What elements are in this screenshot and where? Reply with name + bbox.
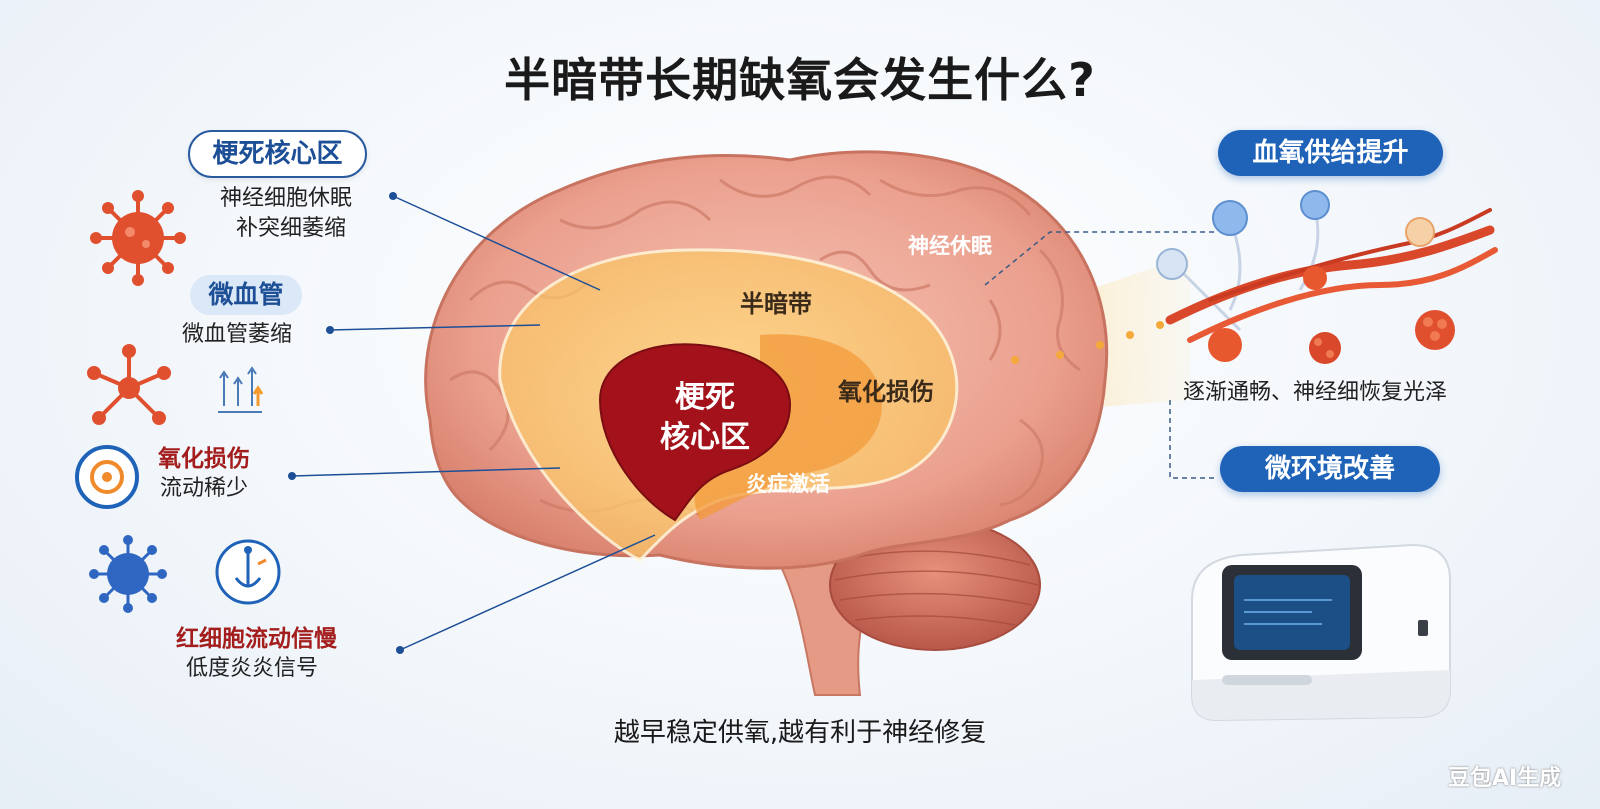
oxidative-zone (694, 334, 882, 520)
infarct-core-line1: 梗死 (675, 380, 735, 415)
microenvironment-pill: 微环境改善 (1220, 446, 1440, 492)
oxygen-device (1191, 543, 1451, 722)
virus-icon (90, 190, 186, 286)
oxygen-bubble-3 (1156, 248, 1188, 280)
oxidative-label: 氧化损伤 (838, 378, 934, 406)
infarct-core-line2: 核心区 (660, 420, 750, 455)
watermark: 豆包AI生成 (1448, 766, 1562, 791)
oxygen-bubble-2 (1300, 190, 1330, 220)
oxygen-bubble-1 (1212, 200, 1248, 236)
infarct-line-1: 神经细胞休眠 (220, 186, 353, 211)
cell-damage-icon (75, 445, 139, 509)
rbc-flow-line: 低度炎炎信号 (186, 656, 319, 681)
microvessel-pill: 微血管 (190, 275, 302, 315)
page-title: 半暗带长期缺氧会发生什么? (504, 53, 1096, 107)
molecule-icon (87, 344, 171, 425)
microvessel-line: 微血管萎缩 (182, 322, 293, 347)
recovery-text: 逐渐通畅、神经细恢复光泽 (1183, 380, 1448, 405)
flow-arrows-icon (218, 366, 264, 413)
infarct-core-label: 梗死 核心区 (630, 378, 780, 458)
oxidative-title: 氧化损伤 (158, 446, 250, 472)
blue-virus-icon (89, 535, 167, 613)
blood-vessel-illustration (1156, 190, 1498, 364)
penumbra-label: 半暗带 (740, 290, 812, 318)
blood-oxygen-pill: 血氧供给提升 (1218, 130, 1443, 176)
rbc-flow-title: 红细胞流动信慢 (176, 626, 337, 652)
infarct-core (598, 343, 792, 522)
oxidative-line: 流动稀少 (160, 476, 249, 501)
infarct-line-2: 补突细萎缩 (236, 216, 347, 241)
infarct-core-pill: 梗死核心区 (188, 130, 367, 178)
bottom-caption: 越早稳定供氧,越有利于神经修复 (613, 718, 987, 748)
anchor-icon (215, 539, 281, 605)
nerve-sleep-label: 神经休眠 (908, 234, 992, 258)
inflammation-label: 炎症激活 (746, 472, 830, 496)
